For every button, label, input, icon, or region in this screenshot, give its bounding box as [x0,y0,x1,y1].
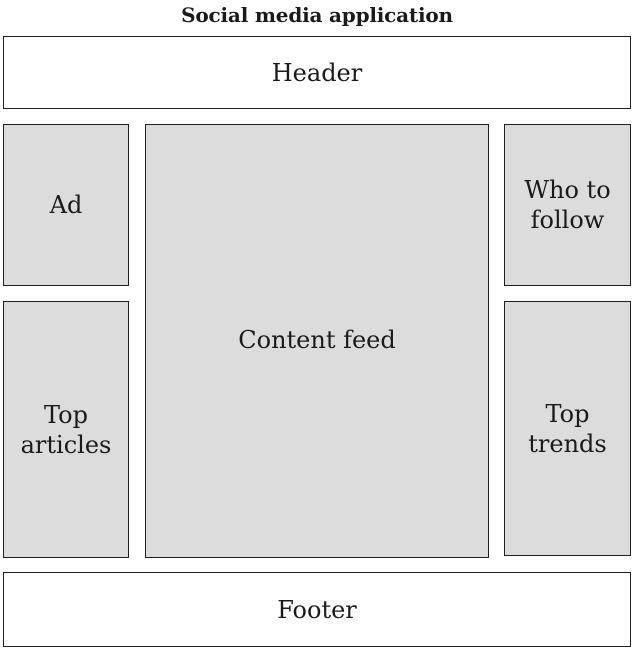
ad-block: Ad [3,124,129,286]
who-to-follow-block: Who to follow [504,124,631,286]
top-articles-label: Top articles [20,400,112,459]
footer-block: Footer [3,572,631,647]
top-articles-block: Top articles [3,301,129,558]
ad-label: Ad [49,191,83,219]
content-feed-label: Content feed [238,326,396,354]
top-trends-label: Top trends [528,399,607,458]
header-label: Header [271,58,363,87]
content-feed-block: Content feed [145,124,489,558]
footer-label: Footer [277,595,357,624]
who-to-follow-label: Who to follow [524,176,611,234]
diagram-title: Social media application [181,3,453,27]
header-block: Header [3,36,631,109]
top-trends-block: Top trends [504,301,631,556]
